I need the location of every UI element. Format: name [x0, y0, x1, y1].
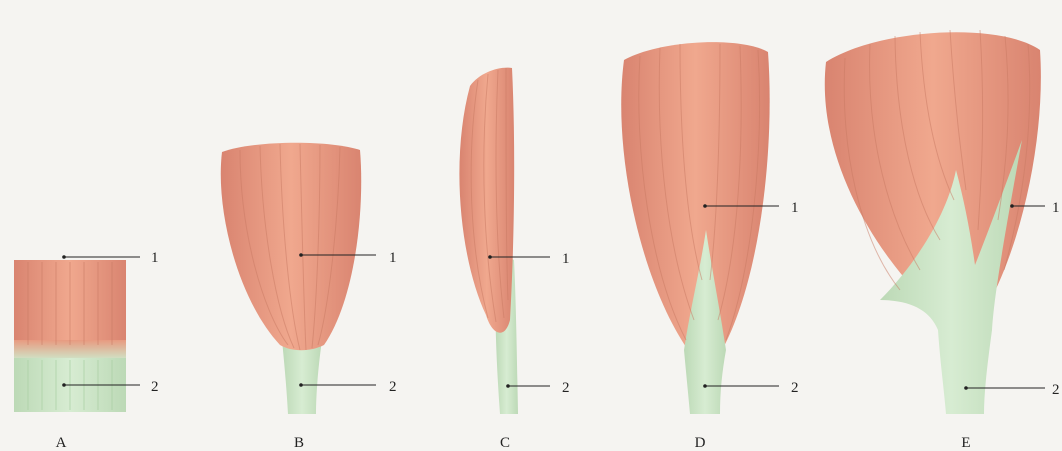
- figure-c: 1 2 C: [459, 68, 569, 451]
- figure-c-caption: C: [500, 435, 510, 451]
- figure-c-callout-1: 1: [562, 251, 570, 267]
- figure-d: 1 2 D: [621, 42, 798, 451]
- figure-e: 1 2 E: [825, 30, 1060, 451]
- figure-a-caption: A: [56, 435, 67, 451]
- figure-a-callout-1: 1: [151, 250, 159, 266]
- figure-e-callout-2: 2: [1052, 382, 1060, 398]
- figure-b-caption: B: [294, 435, 304, 451]
- figure-c-callout-2: 2: [562, 380, 570, 396]
- figure-c-muscle: [459, 68, 518, 414]
- figure-e-caption: E: [961, 435, 970, 451]
- figure-a: 1 2 A: [14, 250, 159, 451]
- figure-a-muscle: [14, 260, 126, 412]
- figure-d-caption: D: [695, 435, 706, 451]
- figure-b: 1 2 B: [221, 143, 397, 451]
- figure-e-muscle: [825, 30, 1041, 414]
- figure-d-callout-1: 1: [791, 200, 799, 216]
- figure-d-callout-2: 2: [791, 380, 799, 396]
- figure-a-leader-1: [62, 255, 140, 259]
- figure-b-callout-1: 1: [389, 250, 397, 266]
- figure-a-callout-2: 2: [151, 379, 159, 395]
- figure-b-callout-2: 2: [389, 379, 397, 395]
- figure-d-muscle: [621, 42, 769, 414]
- figure-e-callout-1: 1: [1052, 200, 1060, 216]
- figure-b-muscle: [221, 143, 361, 414]
